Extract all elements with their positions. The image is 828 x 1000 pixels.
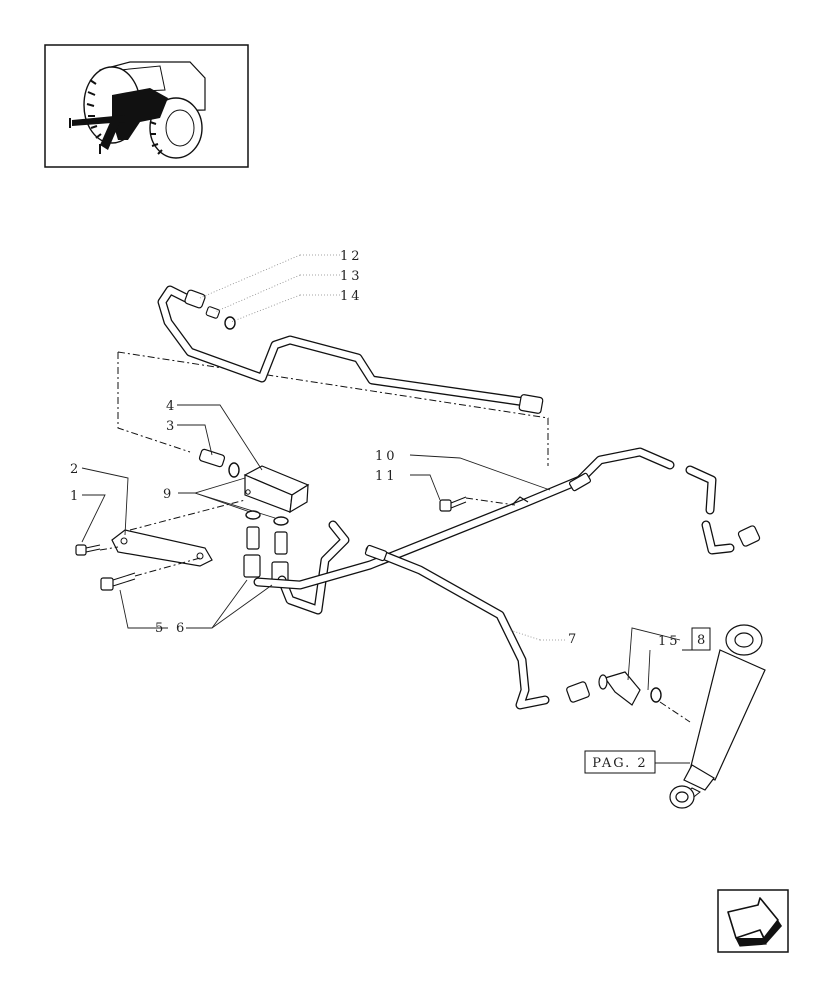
seal-ring-14 [224,316,236,330]
callout-13: 13 [340,269,363,284]
page-reference-label: PAG. 2 [592,756,647,771]
screw-5 [100,572,136,591]
callout-1: 1 [70,489,81,504]
callout-3: 3 [166,419,177,434]
fittings-6 [243,526,289,585]
callout-14: 14 [340,289,363,304]
pipe-nut-12 [184,289,206,309]
screw-1 [75,544,101,556]
tractor-thumbnail[interactable] [44,44,249,168]
callout-8: 8 [697,633,705,648]
bracket-2 [111,529,213,567]
reference-box-8[interactable]: 8 [682,627,711,651]
pipe-end-nut-right [518,394,544,414]
callout-9: 9 [163,487,174,502]
callout-10: 10 [375,449,398,464]
callout-7: 7 [568,632,579,647]
pipe-end-nuts [566,525,761,703]
union-13 [205,306,220,319]
callout-6: 6 [176,621,187,636]
next-page-arrow-icon[interactable] [717,889,789,953]
upper-pipe [157,285,530,407]
callout-12: 12 [340,249,363,264]
callout-11: 11 [375,469,398,484]
callout-2: 2 [70,462,81,477]
elbow-fitting [598,671,641,706]
pipe-clamps [364,472,592,562]
pipes-7-10 [253,447,735,710]
callout-4: 4 [166,399,177,414]
screw-11 [439,496,467,512]
callout-15: 15 [658,634,681,649]
callout-5: 5 [155,621,166,636]
valve-block-4 [243,465,310,514]
adapter-3 [198,448,240,478]
page-reference-box[interactable]: PAG. 2 [584,750,656,774]
hydraulic-cylinder [669,624,766,809]
seal-ring-15 [650,687,662,703]
seal-rings-9 [245,510,289,526]
